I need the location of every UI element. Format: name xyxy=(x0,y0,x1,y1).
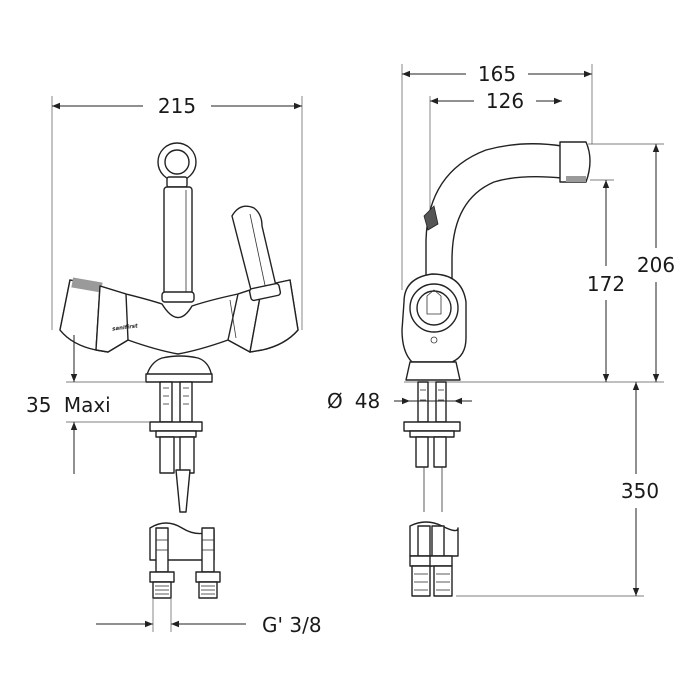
dimension-spout-height-label: 172 xyxy=(587,272,625,296)
dimension-front-width: 215 xyxy=(52,94,302,118)
dimension-front-width-label: 215 xyxy=(158,94,196,118)
front-shaft xyxy=(161,186,195,303)
dimension-total-height: 206 xyxy=(637,144,675,382)
dimension-spout-reach-label: 126 xyxy=(486,89,524,113)
front-base xyxy=(145,355,213,383)
front-ring-handle xyxy=(157,142,197,188)
dimension-spout-height: 172 xyxy=(587,180,625,382)
side-view xyxy=(401,64,664,597)
brand-logo: sanifirst xyxy=(112,323,139,332)
dimension-deck-thickness-label: 35 Maxi xyxy=(26,393,111,417)
dimension-spout-reach: 126 xyxy=(430,89,562,113)
front-hose-fittings xyxy=(149,527,221,599)
dimension-hose-length: 350 xyxy=(621,382,659,596)
dimension-thread-label: G' 3/8 xyxy=(262,613,322,637)
dimension-total-height-label: 206 xyxy=(637,253,675,277)
dimension-thread: G' 3/8 xyxy=(96,598,322,637)
front-studs xyxy=(149,381,203,513)
side-studs xyxy=(403,381,461,512)
side-body xyxy=(401,273,467,381)
dimension-deck-thickness: 35 Maxi xyxy=(26,335,150,474)
side-spout xyxy=(423,141,591,291)
side-hose-fittings xyxy=(409,525,453,597)
front-lever-handle xyxy=(231,205,282,302)
dimension-side-width-label: 165 xyxy=(478,62,516,86)
front-view: sanifirst xyxy=(51,96,303,599)
dimension-hose-length-label: 350 xyxy=(621,479,659,503)
dimension-side-width: 165 xyxy=(402,62,592,86)
